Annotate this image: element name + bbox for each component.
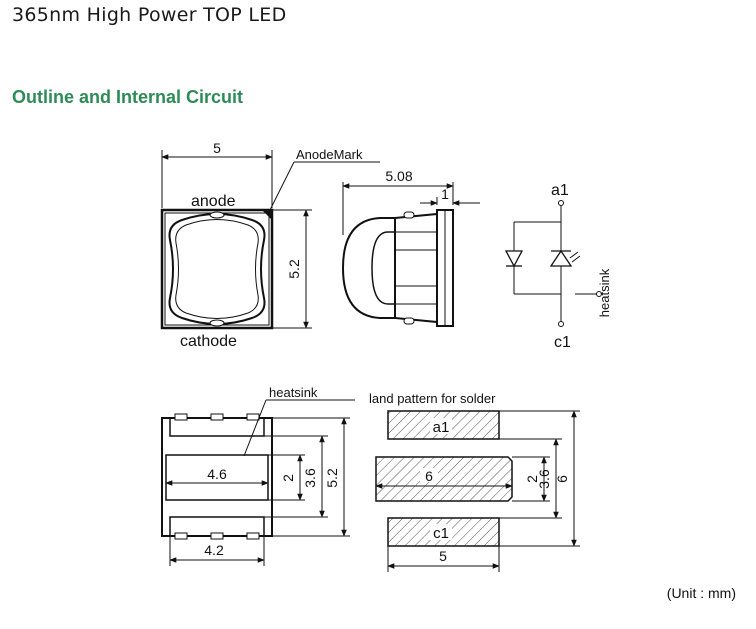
bottom-pad-height-dim: 2 (280, 474, 296, 482)
bottom-lead-width-dim: 4.2 (204, 542, 224, 558)
circuit-cathode-terminal: c1 (554, 334, 571, 351)
land-center-height-dim: 2 (524, 475, 540, 483)
side-lead-dim: 1 (441, 186, 449, 202)
anode-label: anode (191, 193, 236, 210)
cathode-label: cathode (180, 333, 237, 350)
circuit-anode-terminal: a1 (551, 182, 569, 199)
top-view: 5 anode cathode AnodeMark 5.2 (160, 140, 380, 350)
side-view: 5.08 1 (341, 168, 480, 327)
bottom-body-height-dim: 5.2 (324, 468, 340, 488)
bottom-pad-outer-dim: 3.6 (302, 468, 318, 488)
land-pattern: land pattern for solder a1 6 c1 5 2 3.6 … (369, 391, 580, 572)
section-heading: Outline and Internal Circuit (12, 87, 244, 107)
land-pad-a-label: a1 (433, 419, 450, 436)
land-pad-c-label: c1 (433, 525, 449, 542)
bottom-view: 4.6 heatsink 4.2 2 3.6 5.2 (161, 385, 355, 566)
bottom-pad-width-dim: 4.6 (207, 466, 227, 482)
top-height-dim: 5.2 (286, 259, 302, 279)
side-depth-dim: 5.08 (385, 168, 412, 184)
land-pattern-title: land pattern for solder (369, 391, 496, 406)
land-center-pad-dim: 6 (425, 468, 433, 484)
top-width-dim: 5 (213, 140, 221, 156)
land-width-dim: 5 (439, 548, 447, 564)
page-title: 365nm High Power TOP LED (12, 4, 287, 26)
unit-note: (Unit : mm) (666, 585, 736, 601)
land-center-outer-dim: 3.6 (536, 469, 552, 489)
internal-circuit: a1 c1 heatsink (504, 182, 612, 351)
anode-mark-label: AnodeMark (296, 147, 363, 162)
circuit-heatsink-label: heatsink (597, 268, 612, 317)
land-total-height-dim: 6 (554, 475, 570, 483)
bottom-heatsink-label: heatsink (269, 385, 318, 400)
